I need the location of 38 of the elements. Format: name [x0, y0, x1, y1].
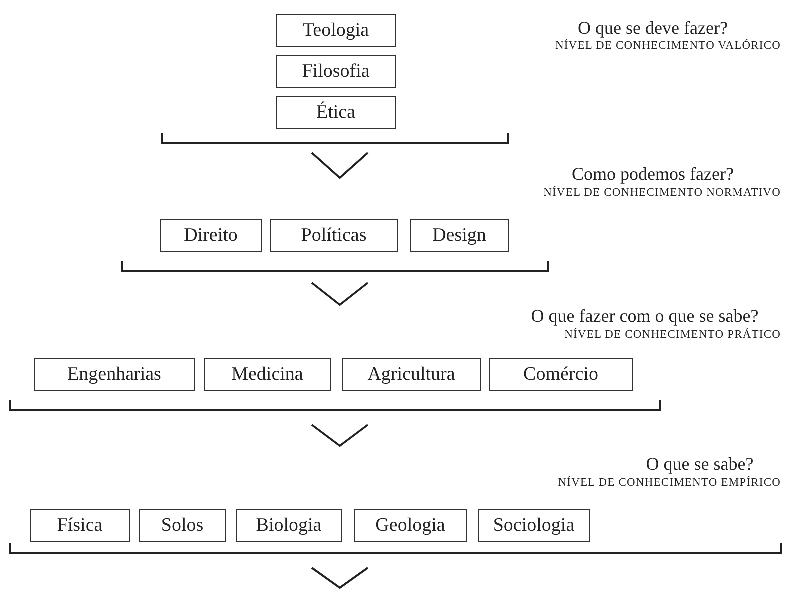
discipline-box — [34, 358, 195, 391]
discipline-label: Políticas — [301, 224, 367, 246]
discipline-box — [489, 358, 633, 391]
discipline-label: Comércio — [524, 364, 598, 386]
discipline-label: Sociologia — [493, 514, 575, 536]
discipline-label: Agricultura — [368, 364, 456, 386]
question-text: O que se sabe? — [646, 454, 754, 475]
question-text: O que fazer com o que se sabe? — [531, 306, 759, 327]
discipline-box — [276, 14, 396, 47]
discipline-box — [276, 96, 396, 129]
discipline-box — [30, 509, 130, 542]
discipline-box — [139, 509, 226, 542]
question-text: O que se deve fazer? — [578, 18, 728, 39]
discipline-label: Geologia — [376, 514, 446, 536]
discipline-box — [342, 358, 481, 391]
discipline-label: Design — [432, 224, 486, 246]
question-text: Como podemos fazer? — [572, 164, 734, 185]
level-caption: NÍVEL DE CONHECIMENTO EMPÍRICO — [558, 477, 781, 489]
discipline-box — [478, 509, 590, 542]
level-caption: NÍVEL DE CONHECIMENTO NORMATIVO — [544, 187, 781, 199]
discipline-box — [410, 219, 509, 252]
level-caption: NÍVEL DE CONHECIMENTO VALÓRICO — [555, 40, 781, 52]
discipline-box — [354, 509, 467, 542]
discipline-label: Engenharias — [68, 364, 162, 386]
discipline-label: Direito — [184, 224, 238, 246]
discipline-box — [270, 219, 398, 252]
level-caption: NÍVEL DE CONHECIMENTO PRÁTICO — [564, 329, 781, 341]
discipline-box — [204, 358, 331, 391]
discipline-label: Biologia — [256, 514, 322, 536]
discipline-label: Física — [57, 514, 103, 536]
discipline-label: Ética — [316, 102, 356, 124]
discipline-box — [236, 509, 342, 542]
discipline-label: Filosofia — [302, 60, 370, 82]
discipline-box — [160, 219, 262, 252]
discipline-box — [276, 55, 396, 88]
discipline-label: Teologia — [302, 20, 370, 42]
discipline-label: Medicina — [232, 364, 304, 386]
discipline-label: Solos — [161, 514, 204, 536]
